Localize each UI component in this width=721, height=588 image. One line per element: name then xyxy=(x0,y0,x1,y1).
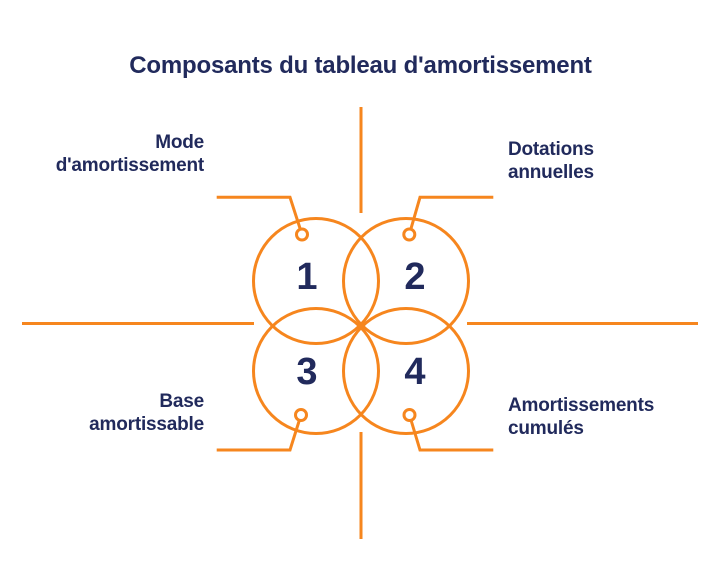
item-number-3: 3 xyxy=(296,351,318,393)
item-number-2: 2 xyxy=(404,256,426,298)
label-amortissements-cumules: Amortissements cumulés xyxy=(508,394,654,440)
connector-ring-4 xyxy=(402,408,417,422)
label-line: Mode xyxy=(155,132,204,153)
leader-line-top-right xyxy=(407,195,494,235)
label-base-amortissable: Base amortissable xyxy=(89,390,204,436)
label-dotations-annuelles: Dotations annuelles xyxy=(508,138,594,184)
label-line: amortissable xyxy=(89,414,204,435)
circle-2 xyxy=(342,217,470,345)
circle-4 xyxy=(342,307,470,435)
label-line: Base xyxy=(159,391,204,412)
connector-ring-2 xyxy=(402,227,417,242)
item-number-4: 4 xyxy=(404,351,426,393)
item-number-1: 1 xyxy=(296,256,318,298)
leader-line-bottom-left xyxy=(216,414,303,452)
connector-ring-1 xyxy=(295,227,309,242)
circle-3 xyxy=(252,307,380,435)
label-line: d'amortissement xyxy=(55,155,204,176)
label-line: Dotations xyxy=(508,139,594,160)
leader-line-bottom-right xyxy=(408,414,494,452)
circle-1 xyxy=(252,217,380,345)
label-mode-amortissement: Mode d'amortissement xyxy=(56,131,204,177)
connector-ring-3 xyxy=(294,408,308,422)
diagram-title: Composants du tableau d'amortissement xyxy=(129,52,592,79)
label-line: Amortissements xyxy=(508,395,655,416)
label-line: annuelles xyxy=(508,162,594,183)
leader-line-top-left xyxy=(216,195,304,235)
label-line: cumulés xyxy=(508,418,584,439)
